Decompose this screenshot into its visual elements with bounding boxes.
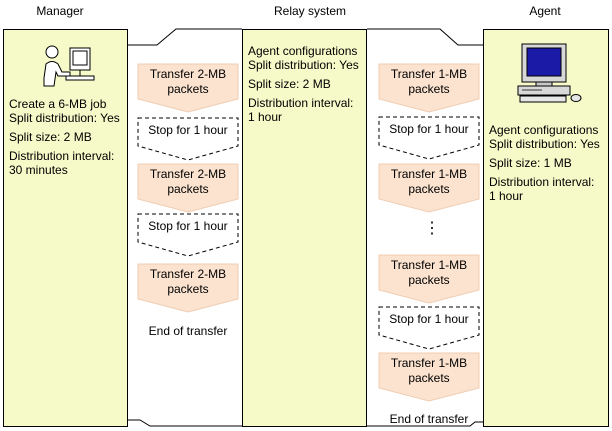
flow1-stop-step-1: Stop for 1 hour bbox=[137, 117, 239, 162]
flow2-end-label: End of transfer bbox=[389, 412, 469, 426]
flow2-transfer-step-3-line2: packets bbox=[408, 273, 450, 287]
manager-text: Create a 6-MB job Split distribution: Ye… bbox=[9, 97, 123, 177]
flow1-transfer-step-2: Transfer 2-MB packets bbox=[137, 163, 239, 213]
flow1-transfer-step-3: Transfer 2-MB packets bbox=[137, 263, 239, 313]
agent-text: Agent configurations Split distribution:… bbox=[489, 123, 604, 203]
flow1-transfer-step-1: Transfer 2-MB packets bbox=[137, 63, 239, 113]
manager-line-2: Split distribution: Yes bbox=[9, 111, 120, 125]
flow2-ellipsis: ⋮ bbox=[424, 220, 440, 237]
agent-line-3: Split size: 1 MB bbox=[489, 156, 572, 170]
flow1-stop-step-1-label: Stop for 1 hour bbox=[148, 123, 228, 137]
relay-line-4: Distribution interval: bbox=[248, 96, 354, 110]
agent-line-4: Distribution interval: bbox=[489, 175, 595, 189]
manager-relay-bottom-connector bbox=[128, 419, 242, 427]
flow2-transfer-step-1-line1: Transfer 1-MB bbox=[390, 67, 468, 81]
flow2-stop-step-1: Stop for 1 hour bbox=[378, 116, 480, 161]
relay-line-2: Split distribution: Yes bbox=[248, 58, 359, 72]
agent-line-1: Agent configurations bbox=[489, 123, 599, 137]
column-title-manager: Manager bbox=[36, 4, 84, 18]
manager-line-5: 30 minutes bbox=[9, 163, 68, 177]
manager-relay-connector bbox=[128, 28, 242, 46]
flow2-transfer-step-2-line1: Transfer 1-MB bbox=[390, 167, 468, 181]
flow2-transfer-step-4-line1: Transfer 1-MB bbox=[390, 356, 468, 370]
flow2-transfer-step-4: Transfer 1-MB packets bbox=[378, 352, 480, 402]
flow1-stop-step-2: Stop for 1 hour bbox=[137, 213, 239, 258]
flow2-stop-step-2: Stop for 1 hour bbox=[378, 306, 480, 351]
manager-panel: Create a 6-MB job Split distribution: Ye… bbox=[3, 29, 128, 427]
column-title-relay: Relay system bbox=[273, 4, 347, 18]
relay-agent-bottom-connector bbox=[367, 421, 483, 427]
flow2-transfer-step-1-line2: packets bbox=[408, 82, 450, 96]
relay-line-5: 1 hour bbox=[248, 110, 283, 124]
agent-panel: Agent configurations Split distribution:… bbox=[483, 29, 609, 427]
user-at-computer-icon bbox=[40, 42, 96, 92]
desktop-computer-icon bbox=[514, 42, 584, 104]
relay-agent-connector bbox=[367, 28, 483, 46]
relay-line-3: Split size: 2 MB bbox=[248, 77, 331, 91]
flow1-transfer-step-2-line2: packets bbox=[167, 182, 209, 196]
relay-panel: Agent configurations Split distribution:… bbox=[242, 29, 367, 427]
manager-line-3: Split size: 2 MB bbox=[9, 130, 92, 144]
flow2-transfer-step-3: Transfer 1-MB packets bbox=[378, 254, 480, 304]
flow1-transfer-step-3-line1: Transfer 2-MB bbox=[149, 267, 227, 281]
flow2-transfer-step-2: Transfer 1-MB packets bbox=[378, 163, 480, 213]
agent-line-5: 1 hour bbox=[489, 189, 524, 203]
flow2-transfer-step-3-line1: Transfer 1-MB bbox=[390, 258, 468, 272]
flow1-transfer-step-3-line2: packets bbox=[167, 282, 209, 296]
flow2-stop-step-2-label: Stop for 1 hour bbox=[389, 312, 469, 326]
manager-line-4: Distribution interval: bbox=[9, 149, 115, 163]
flow2-transfer-step-2-line2: packets bbox=[408, 182, 450, 196]
flow2-transfer-step-4-line2: packets bbox=[408, 371, 450, 385]
manager-line-1: Create a 6-MB job bbox=[9, 97, 107, 111]
relay-line-1: Agent configurations bbox=[248, 44, 358, 58]
flow2-stop-step-1-label: Stop for 1 hour bbox=[389, 122, 469, 136]
flow1-transfer-step-1-line2: packets bbox=[167, 82, 209, 96]
column-title-agent: Agent bbox=[529, 4, 561, 18]
relay-text: Agent configurations Split distribution:… bbox=[248, 44, 362, 124]
flow1-transfer-step-2-line1: Transfer 2-MB bbox=[149, 167, 227, 181]
flow1-stop-step-2-label: Stop for 1 hour bbox=[148, 219, 228, 233]
agent-line-2: Split distribution: Yes bbox=[489, 137, 600, 151]
flow1-end-label: End of transfer bbox=[148, 324, 228, 338]
flow1-transfer-step-1-line1: Transfer 2-MB bbox=[149, 67, 227, 81]
flow2-transfer-step-1: Transfer 1-MB packets bbox=[378, 63, 480, 113]
